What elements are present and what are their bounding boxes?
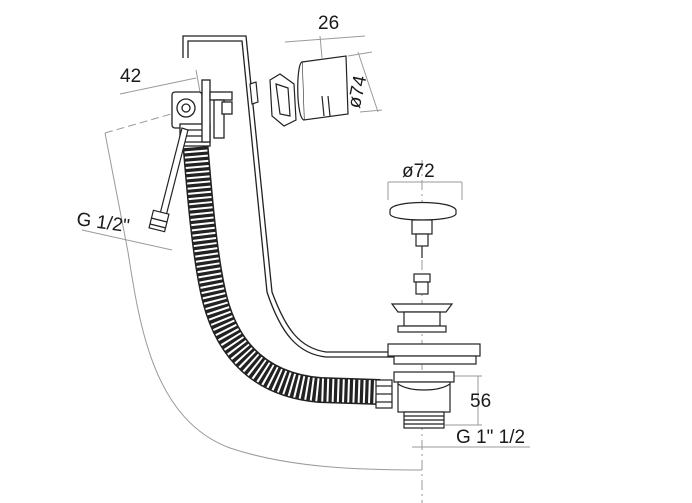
dim-waste-height: 56 — [470, 391, 492, 412]
dim-plug-diameter: ø72 — [402, 161, 435, 182]
plug-assembly — [375, 201, 481, 429]
dim-waste-thread: G 1" 1/2 — [456, 427, 526, 448]
dim-cap-width: 26 — [318, 13, 340, 34]
dim-overflow-width: 42 — [120, 66, 142, 87]
dimension-lines — [81, 35, 530, 503]
cable-sleeve — [182, 35, 400, 358]
corrugated-hose — [182, 138, 381, 405]
supply-hose — [148, 127, 189, 233]
overflow-cap-parts — [249, 55, 349, 127]
